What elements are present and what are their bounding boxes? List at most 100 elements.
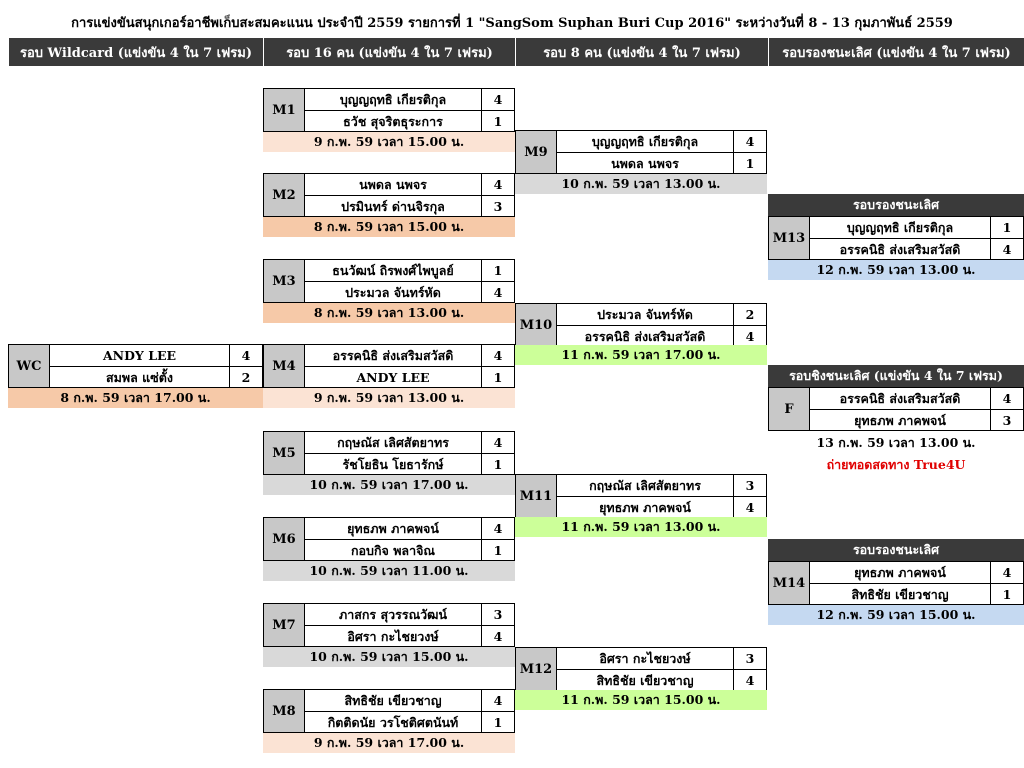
player-score: 3 — [481, 196, 514, 217]
player-name: กิตติดนัย วรโชติศตนันท์ — [327, 715, 459, 730]
player-score: 1 — [481, 111, 514, 132]
round-header-wildcard: รอบ Wildcard (แข่งขัน 4 ใน 7 เฟรม) — [8, 38, 263, 66]
player-score: 1 — [481, 260, 514, 281]
player-name: สิทธิชัย เขียวชาญ — [851, 587, 949, 602]
player-name: สมพล แซ่ตั้ง — [106, 370, 173, 385]
match-date-wc: 8 ก.พ. 59 เวลา 17.00 น. — [8, 388, 263, 408]
match-id: M2 — [264, 174, 305, 216]
match-id: M10 — [516, 304, 557, 346]
player-score: 2 — [733, 304, 766, 325]
player-name: สิทธิชัย เขียวชาญ — [344, 693, 442, 708]
match-m13: M13 บุญญฤทธิ เกียรติกุล 1 อรรคนิธิ ส่งเสร… — [768, 216, 1024, 260]
match-id: WC — [9, 345, 50, 387]
match-date-m13: 12 ก.พ. 59 เวลา 13.00 น. — [768, 260, 1024, 280]
player-score: 4 — [990, 388, 1023, 409]
match-date-m14: 12 ก.พ. 59 เวลา 15.00 น. — [768, 605, 1024, 625]
match-id: M8 — [264, 690, 305, 732]
player-score: 3 — [733, 475, 766, 496]
player-name: อิศรา กะไชยวงษ์ — [599, 651, 691, 666]
player-name: ธวัช สุจริตธุระการ — [343, 114, 443, 129]
player-score: 1 — [990, 584, 1023, 605]
player-score: 1 — [481, 454, 514, 475]
final-header: รอบชิงชนะเลิศ (แข่งขัน 4 ใน 7 เฟรม) — [768, 365, 1024, 387]
match-date-m1: 9 ก.พ. 59 เวลา 15.00 น. — [263, 132, 515, 152]
page-title: การแข่งขันสนุกเกอร์อาชีพเก็บสะสมคะแนน ปร… — [71, 16, 953, 31]
player-name: ธนวัฒน์ ถิรพงศ์ไพบูลย์ — [332, 263, 454, 278]
player-name: ปรมินทร์ ด่านจิรกุล — [341, 199, 445, 214]
match-date-final: 13 ก.พ. 59 เวลา 13.00 น. — [816, 435, 976, 450]
player-score: 2 — [229, 367, 262, 388]
match-id: M12 — [516, 648, 557, 690]
semifinal-header-m13: รอบรองชนะเลิศ — [768, 194, 1024, 216]
broadcast-note: ถ่ายทอดสดทาง True4U — [826, 457, 966, 472]
match-id: M14 — [769, 562, 810, 604]
player-name: ยุทธภพ ภาคพจน์ — [854, 565, 946, 580]
player-name: อรรคนิธิ ส่งเสริมสวัสดิ — [839, 242, 961, 257]
player-score: 3 — [990, 410, 1023, 431]
player-score: 4 — [481, 174, 514, 195]
match-id: M5 — [264, 432, 305, 474]
match-m14: M14 ยุทธภพ ภาคพจน์ 4 สิทธิชัย เขียวชาญ 1 — [768, 561, 1024, 605]
player-name: กฤษณัส เลิศสัตยาทร — [337, 435, 449, 450]
player-score: 3 — [481, 604, 514, 625]
match-date-m8: 9 ก.พ. 59 เวลา 17.00 น. — [263, 733, 515, 753]
match-id: M4 — [264, 345, 305, 387]
match-id: M13 — [769, 217, 810, 259]
round-header-8: รอบ 8 คน (แข่งขัน 4 ใน 7 เฟรม) — [515, 38, 768, 66]
player-name: ยุทธภพ ภาคพจน์ — [599, 500, 691, 515]
player-score: 4 — [990, 562, 1023, 583]
match-final: F อรรคนิธิ ส่งเสริมสวัสดิ4 ยุทธภพ ภาคพจน… — [768, 387, 1024, 431]
player-score: 1 — [481, 712, 514, 733]
player-name: อิศรา กะไชยวงษ์ — [347, 629, 439, 644]
player-name: บุญญฤทธิ เกียรติกุล — [846, 220, 954, 235]
match-id: M1 — [264, 89, 305, 131]
player-name: ยุทธภพ ภาคพจน์ — [347, 521, 439, 536]
player-score: 1 — [481, 367, 514, 388]
player-name: นพดล นพจร — [359, 177, 427, 192]
round-header-semifinal: รอบรองชนะเลิศ (แข่งขัน 4 ใน 7 เฟรม) — [768, 38, 1024, 66]
match-m7: M7 ภาสกร สุวรรณวัฒน์3 อิศรา กะไชยวงษ์4 — [263, 603, 515, 647]
player-score: 4 — [733, 131, 766, 152]
match-date-m11: 11 ก.พ. 59 เวลา 13.00 น. — [515, 517, 767, 537]
match-date-m5: 10 ก.พ. 59 เวลา 17.00 น. — [263, 475, 515, 495]
match-date-m3: 8 ก.พ. 59 เวลา 13.00 น. — [263, 303, 515, 323]
player-name: อรรคนิธิ ส่งเสริมสวัสดิ — [839, 391, 961, 406]
match-id: M11 — [516, 475, 557, 517]
match-id: M3 — [264, 260, 305, 302]
player-score: 4 — [481, 518, 514, 539]
match-id: M7 — [264, 604, 305, 646]
semifinal-header-m14: รอบรองชนะเลิศ — [768, 539, 1024, 561]
player-name: นพดล นพจร — [611, 156, 679, 171]
player-score: 4 — [990, 239, 1023, 260]
match-date-m9: 10 ก.พ. 59 เวลา 13.00 น. — [515, 174, 767, 194]
player-name: รัชโยธิน โยธารักษ์ — [342, 457, 444, 472]
player-name: ANDY LEE — [356, 370, 430, 385]
round-header-16: รอบ 16 คน (แข่งขัน 4 ใน 7 เฟรม) — [263, 38, 515, 66]
match-date-m4: 9 ก.พ. 59 เวลา 13.00 น. — [263, 388, 515, 408]
player-name: ประมวล จันทร์หัด — [345, 285, 441, 300]
player-score: 4 — [229, 345, 262, 366]
player-score: 1 — [733, 153, 766, 174]
player-name: บุญญฤทธิ เกียรติกุล — [339, 92, 447, 107]
player-score: 4 — [733, 670, 766, 691]
player-score: 4 — [481, 626, 514, 647]
player-score: 1 — [990, 217, 1023, 238]
match-date-m2: 8 ก.พ. 59 เวลา 15.00 น. — [263, 217, 515, 237]
match-id: F — [769, 388, 810, 430]
player-name: บุญญฤทธิ เกียรติกุล — [591, 134, 699, 149]
player-name: กอบกิจ พลาจิณ — [350, 543, 436, 558]
player-score: 4 — [481, 345, 514, 366]
match-m2: M2 นพดล นพจร 4 ปรมินทร์ ด่านจิรกุล 3 — [263, 173, 515, 217]
player-score: 4 — [733, 497, 766, 518]
match-id: M6 — [264, 518, 305, 560]
player-score: 1 — [481, 540, 514, 561]
player-name: อรรคนิธิ ส่งเสริมสวัสดิ — [584, 329, 706, 344]
